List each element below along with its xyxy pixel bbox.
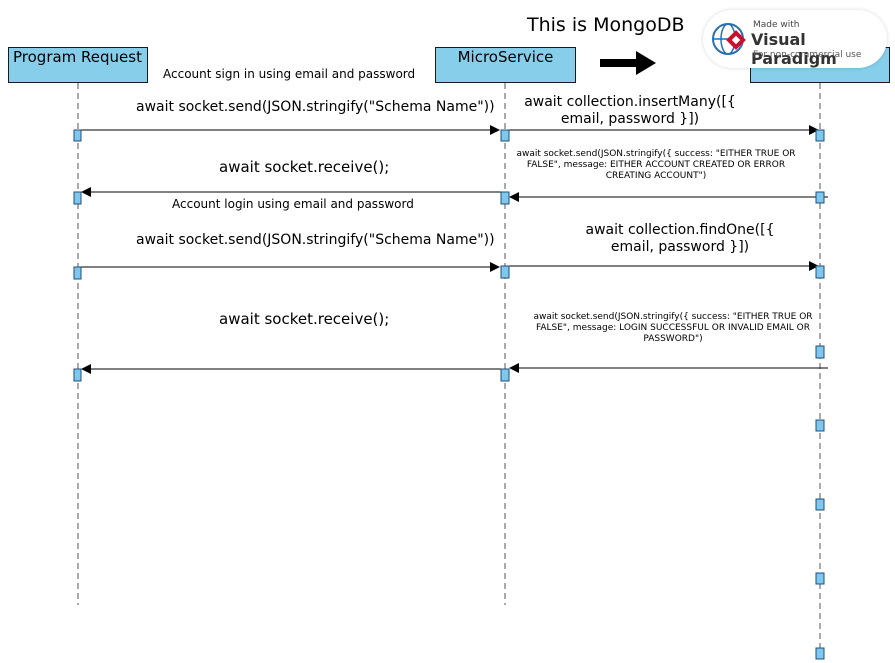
activation-db-6 bbox=[815, 498, 825, 511]
lifeline-label: MicroService bbox=[457, 48, 554, 66]
visual-paradigm-watermark: Made with Visual Paradigm For non-commer… bbox=[703, 10, 887, 68]
section-label-signin: Account sign in using email and password bbox=[163, 67, 416, 81]
lifeline-label: Program Request bbox=[13, 48, 142, 66]
message-label-m2-db: await collection.findOne([{ email, passw… bbox=[585, 222, 775, 255]
lifeline-head-program-request: Program Request bbox=[8, 47, 148, 83]
message-label-m1-db-reply: await socket.send(JSON.stringify({ succe… bbox=[516, 149, 796, 181]
title-arrow-icon bbox=[600, 51, 656, 75]
activation-db-3 bbox=[815, 265, 825, 279]
lifeline-head-microservice: MicroService bbox=[435, 47, 576, 83]
watermark-made-with: Made with bbox=[753, 20, 800, 30]
activation-db-4 bbox=[815, 345, 825, 359]
visual-paradigm-logo-icon bbox=[712, 23, 746, 55]
message-label-m1-send: await socket.send(JSON.stringify("Schema… bbox=[136, 99, 495, 115]
diagram-title: This is MongoDB bbox=[527, 14, 685, 36]
activation-micro-4 bbox=[500, 368, 510, 382]
section-label-login: Account login using email and password bbox=[172, 197, 414, 211]
watermark-note: For non-commercial use bbox=[753, 50, 862, 60]
activation-db-2 bbox=[815, 191, 825, 204]
activation-db-1 bbox=[815, 129, 825, 142]
activation-micro-1 bbox=[500, 129, 510, 142]
message-label-m2-db-reply: await socket.send(JSON.stringify({ succe… bbox=[533, 312, 813, 344]
activation-db-8 bbox=[815, 647, 825, 660]
watermark-name: Visual Paradigm bbox=[751, 30, 837, 68]
activation-micro-3 bbox=[500, 265, 510, 279]
message-label-m1-db: await collection.insertMany([{ email, pa… bbox=[524, 94, 736, 127]
activation-program-1 bbox=[73, 129, 82, 142]
activation-db-7 bbox=[815, 572, 825, 585]
message-label-m1-receive: await socket.receive(); bbox=[219, 158, 390, 176]
activation-micro-2 bbox=[500, 191, 510, 205]
activation-db-5 bbox=[815, 419, 825, 432]
activation-program-4 bbox=[73, 368, 82, 382]
activation-program-2 bbox=[73, 191, 82, 205]
activation-program-3 bbox=[73, 266, 82, 280]
message-label-m2-receive: await socket.receive(); bbox=[219, 310, 390, 328]
message-label-m2-send: await socket.send(JSON.stringify("Schema… bbox=[136, 232, 495, 248]
